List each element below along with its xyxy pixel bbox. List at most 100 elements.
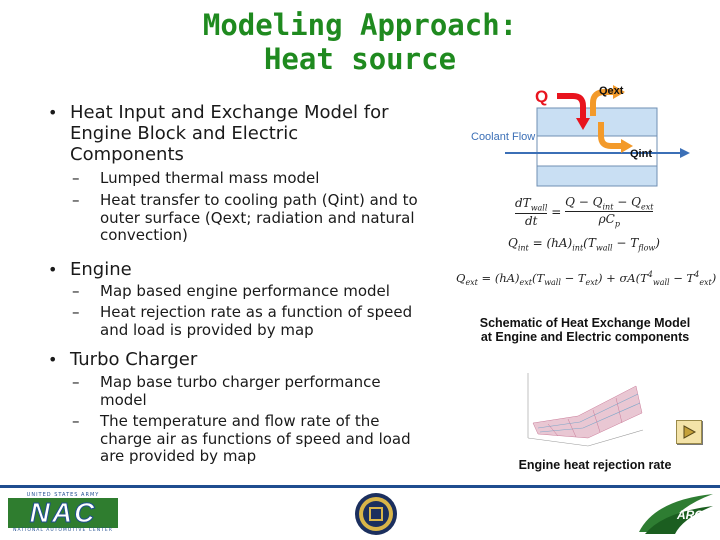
eq-text: wall: [652, 278, 670, 288]
sub-text: outer surface (Qext; radiation and natur…: [100, 208, 415, 227]
coolant-arrowhead: [680, 148, 690, 158]
dash: –: [72, 191, 80, 209]
eq-text: ext: [640, 202, 654, 212]
eq-text: int: [572, 243, 584, 253]
eq-text: wall: [595, 243, 613, 253]
eq-text: = (hA): [477, 270, 520, 285]
dash: –: [72, 303, 80, 321]
sub-bullet-lumped: – Lumped thermal mass model: [72, 169, 460, 188]
bullet-text: Engine Block and Electric: [70, 123, 299, 144]
seal-shield-center: [371, 509, 381, 519]
sub-bullet-turbo-map: – Map base turbo charger performance mod…: [72, 373, 460, 409]
map-mesh-line: [547, 423, 559, 437]
qext-arrow: [590, 89, 615, 116]
dash: –: [72, 373, 80, 391]
map-mesh-line: [537, 393, 639, 429]
map-axis: [527, 437, 589, 447]
dash: –: [72, 412, 80, 430]
slide-title: Modeling Approach: Heat source: [130, 8, 590, 76]
eq-text: − T: [612, 236, 639, 250]
bullet-dot: •: [48, 350, 58, 369]
eq-text: − T: [560, 270, 586, 285]
qint-arrow: [598, 122, 623, 149]
caption-line: at Engine and Electric components: [480, 330, 690, 344]
eq-text: dT: [515, 196, 531, 211]
equation-qint: Qint = (hA)int(Twall − Tflow): [508, 236, 660, 252]
arc-swoosh-2: [645, 506, 713, 534]
bullet-text: Turbo Charger: [70, 349, 198, 370]
eq-text: Q: [508, 236, 518, 250]
coolant-channel: [536, 135, 658, 167]
eq-text: wall: [544, 278, 561, 288]
eq-text: (T: [532, 270, 545, 285]
heat-exchange-schematic: Q Qext Qint Coolant Flow: [471, 85, 690, 187]
sub-bullet-map-based: – Map based engine performance model: [72, 282, 460, 301]
eq-text: ext: [699, 278, 712, 288]
eq-text: p: [614, 219, 620, 229]
bullet-turbo: • Turbo Charger: [48, 349, 450, 370]
map-axis: [587, 429, 644, 447]
arc-logo: ARC: [635, 490, 715, 536]
arc-swoosh: [639, 494, 713, 532]
q-arrowhead: [576, 118, 590, 130]
heat-rejection-map-thumbnail: [527, 373, 644, 447]
eq-text: wall: [530, 203, 548, 213]
label-qint: Qint: [630, 148, 652, 160]
nac-logo-text: NAC: [8, 497, 118, 528]
eq-text: int: [602, 202, 614, 212]
eq-text: ) + σA(T: [598, 270, 648, 285]
map-surface: [532, 385, 643, 439]
dash: –: [72, 282, 80, 300]
equation-energy-balance: dTwall dt = Q − Qint − Qext ρCp: [515, 195, 654, 229]
bullet-text: Components: [70, 144, 184, 165]
qint-arrowhead: [621, 139, 633, 153]
sub-bullet-charge-air: – The temperature and flow rate of the c…: [72, 412, 460, 466]
sub-text: The temperature and flow rate of the: [100, 412, 380, 430]
equation-qext: Qext = (hA)ext(Twall − Text) + σA(T4wall…: [456, 270, 716, 287]
map-mesh-line: [615, 397, 623, 424]
eq-text: − Q: [613, 195, 641, 209]
map-mesh-line: [567, 418, 577, 438]
label-qext: Qext: [599, 85, 624, 97]
eq-text: ρC: [598, 212, 615, 227]
eq-text: int: [517, 243, 529, 253]
qext-arrowhead: [613, 85, 625, 99]
eq-text: flow: [638, 243, 656, 253]
bullet-dot: •: [48, 260, 58, 279]
label-q: Q: [535, 87, 548, 106]
bullet-heat-input: • Heat Input and Exchange Model for Engi…: [48, 102, 450, 165]
schematic-caption: Schematic of Heat Exchange Model at Engi…: [460, 316, 710, 344]
sub-text: Heat transfer to cooling path (Qint) and…: [100, 191, 418, 209]
sub-text: model: [100, 390, 147, 409]
bullet-dot: •: [48, 103, 58, 122]
nac-logo: UNITED STATES ARMY NAC NATIONAL AUTOMOTI…: [8, 492, 118, 536]
q-input-arrow: [557, 93, 586, 120]
bullet-text: Heat Input and Exchange Model for: [70, 102, 389, 123]
sub-text: are provided by map: [100, 447, 257, 465]
sub-text: and load is provided by map: [100, 320, 314, 339]
speaker-cone: [683, 425, 697, 439]
bullet-engine: • Engine: [48, 259, 450, 280]
dash: –: [72, 169, 80, 187]
title-line-2: Heat source: [263, 42, 457, 76]
label-coolant-flow: Coolant Flow: [471, 131, 535, 143]
title-line-1: Modeling Approach:: [202, 8, 518, 42]
eq-text: 4: [694, 270, 700, 279]
sub-bullet-heat-transfer: – Heat transfer to cooling path (Qint) a…: [72, 191, 460, 245]
eq-text: ): [711, 270, 717, 285]
sub-text: convection): [100, 226, 188, 244]
map-mesh-line: [592, 409, 601, 433]
sub-text: Heat rejection rate as a function of spe…: [100, 303, 413, 321]
arc-swoosh-icon: [639, 494, 713, 534]
eq-text: ext: [585, 278, 599, 288]
hyperlink-button[interactable]: [676, 420, 702, 444]
sub-text: Map base turbo charger performance: [100, 373, 381, 391]
bullet-text: Engine: [70, 259, 132, 280]
eq-text: Q: [456, 270, 466, 285]
footer-divider: [0, 485, 720, 488]
eq-text: ext: [519, 278, 533, 288]
speaker-icon: [683, 425, 697, 439]
eq-text: (T: [583, 236, 596, 250]
nac-tagline-top: UNITED STATES ARMY: [26, 492, 100, 498]
nac-tagline-bottom: NATIONAL AUTOMOTIVE CENTER: [13, 528, 113, 533]
